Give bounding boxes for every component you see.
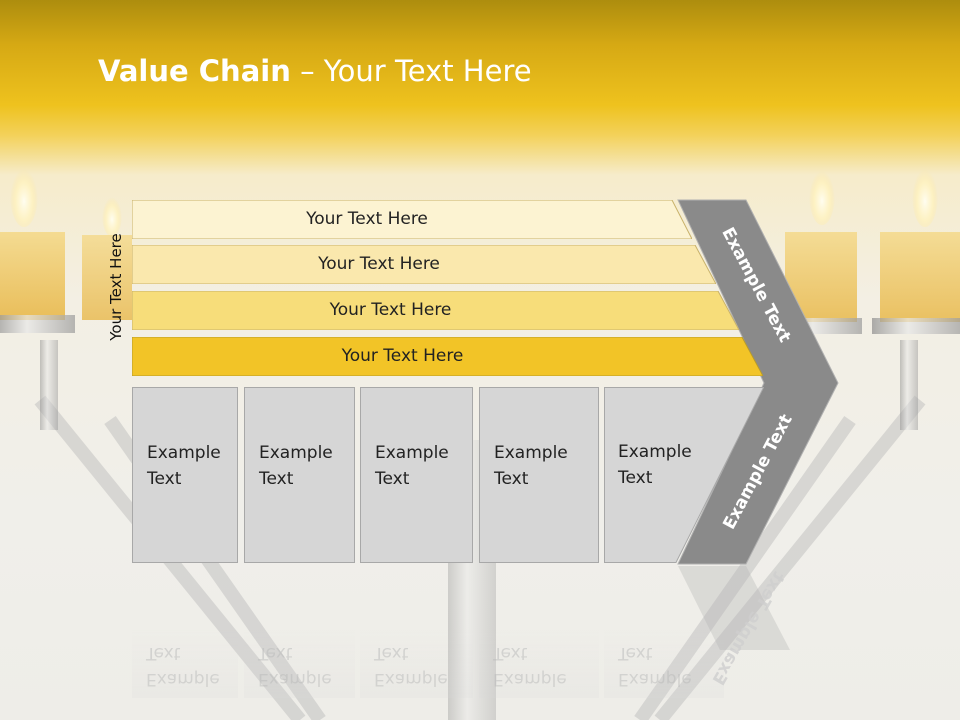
band-4[interactable]: Your Text Here [132,337,763,376]
title-rest: – Your Text Here [290,54,532,88]
box-3[interactable]: Example Text [360,387,473,563]
band-3-shape [132,291,739,330]
band-3[interactable]: Your Text Here [132,291,739,330]
band-1-label: Your Text Here [306,209,428,229]
box-3-line2: Text [375,469,410,489]
box-1-line1: Example [147,443,221,463]
box-2[interactable]: Example Text [244,387,355,563]
box-5-line2: Text [618,468,653,488]
page-title: Value Chain – Your Text Here [98,54,532,88]
box-2-line2: Text [259,469,294,489]
box-1-line2: Text [147,469,182,489]
band-2-label: Your Text Here [318,254,440,274]
box-3-line1: Example [375,443,449,463]
band-4-label: Your Text Here [341,346,464,366]
title-bold: Value Chain [98,54,291,88]
chevron-arrow [677,199,839,565]
band-1-shape [132,200,692,239]
band-2-shape [132,245,716,284]
band-4-shape [132,337,763,376]
box-2-line1: Example [259,443,333,463]
side-label: Your Text Here [107,233,125,341]
band-2[interactable]: Your Text Here [132,245,716,284]
box-4[interactable]: Example Text [479,387,599,563]
band-1[interactable]: Your Text Here [132,200,692,239]
box-5[interactable]: Example Text [604,387,764,563]
box-5-line1: Example [618,442,692,462]
box-4-line2: Text [494,469,529,489]
band-3-label: Your Text Here [329,300,452,320]
box-5-shape [604,387,764,563]
box-1[interactable]: Example Text [132,387,238,563]
box-4-line1: Example [494,443,568,463]
